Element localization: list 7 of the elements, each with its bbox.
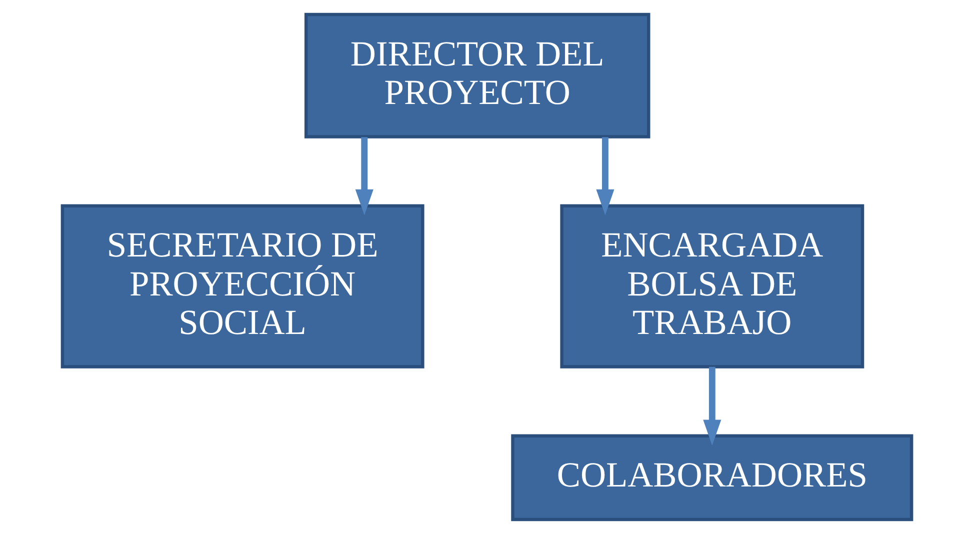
- arrow: [355, 137, 374, 216]
- node-box: COLABORADORES: [511, 434, 914, 522]
- node-box: ENCARGADA BOLSA DE TRABAJO: [560, 204, 864, 368]
- arrow: [703, 366, 722, 446]
- node-box: SECRETARIO DE PROYECCIÓN SOCIAL: [60, 204, 424, 368]
- arrow: [596, 137, 614, 216]
- node-box: DIRECTOR DEL PROYECTO: [304, 12, 650, 138]
